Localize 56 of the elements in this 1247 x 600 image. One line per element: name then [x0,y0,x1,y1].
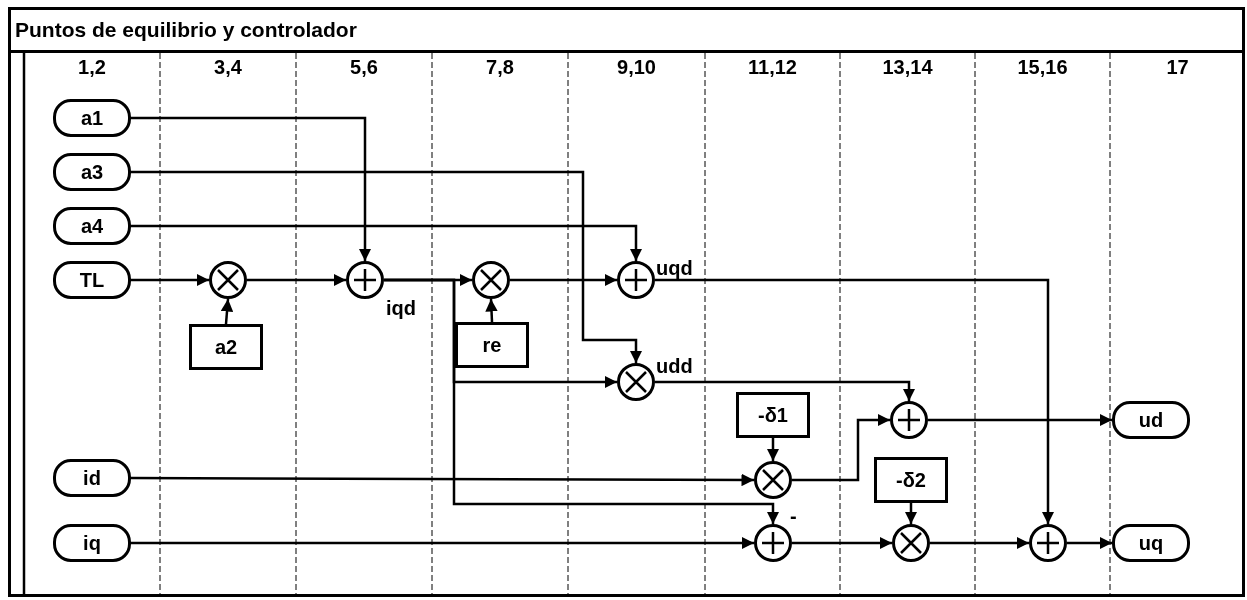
gain-block: -δ2 [874,457,948,503]
signal-arrow [928,413,1112,427]
signal-terminal: ud [1112,401,1190,439]
signal-arrow [930,536,1029,550]
summing-junction [346,261,384,299]
column-number: 15,16 [1016,56,1069,79]
diagram-title: Puntos de equilibrio y controlador [14,18,357,42]
gain-block: a2 [189,324,263,370]
signal-label: - [790,506,797,526]
signal-terminal: a1 [53,99,131,137]
column-number: 17 [1165,56,1190,79]
column-number: 1,2 [77,56,107,79]
signal-arrow [131,273,209,287]
signal-arrow [131,224,643,261]
signal-terminal: a4 [53,207,131,245]
signal-terminal: uq [1112,524,1190,562]
column-number: 3,4 [213,56,243,79]
summing-junction [754,524,792,562]
signal-arrow [766,438,780,461]
gain-block: -δ1 [736,392,810,438]
signal-arrow [131,170,643,363]
column-number: 13,14 [881,56,934,79]
multiplier-junction [209,261,247,299]
signal-arrow [220,298,234,325]
column-number: 11,12 [747,56,798,79]
summing-junction [890,401,928,439]
column-number: 7,8 [485,56,515,79]
multiplier-junction [892,524,930,562]
signal-terminal: a3 [53,153,131,191]
signal-arrow [384,278,780,524]
signal-arrow [904,503,918,524]
signal-arrow [131,116,372,261]
signal-arrow [131,473,754,487]
column-number: 9,10 [616,56,657,79]
signal-label: udd [656,356,693,376]
signal-arrow [792,413,890,482]
signal-arrow [655,278,1055,524]
column-number: 5,6 [349,56,379,79]
summing-junction [617,261,655,299]
multiplier-junction [754,461,792,499]
signal-arrow [655,380,916,401]
signal-label: iqd [386,298,416,318]
gain-block: re [455,322,529,368]
signal-arrow [1067,536,1112,550]
summing-junction [1029,524,1067,562]
signal-label: uqd [656,258,693,278]
signal-terminal: id [53,459,131,497]
signal-terminal: TL [53,261,131,299]
signal-arrow [792,536,892,550]
signal-arrow [510,273,617,287]
multiplier-junction [617,363,655,401]
signal-arrow [485,298,498,323]
multiplier-junction [472,261,510,299]
signal-arrow [247,273,346,287]
signal-terminal: iq [53,524,131,562]
signal-arrow [131,536,754,550]
